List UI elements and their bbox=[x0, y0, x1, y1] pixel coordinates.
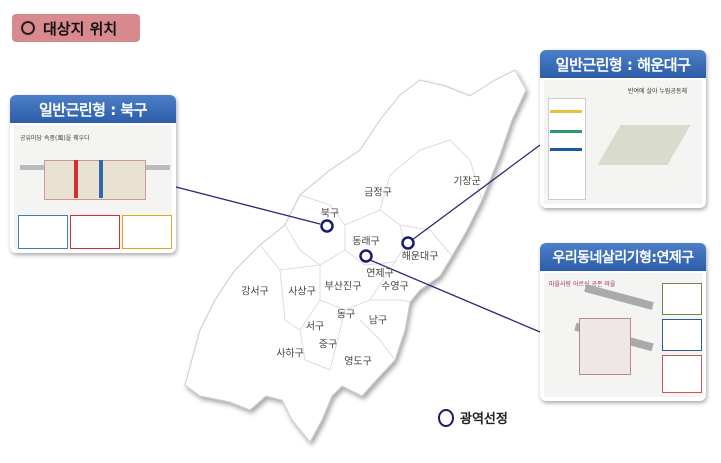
district-label: 금정구 bbox=[364, 187, 392, 199]
card-yeonje: 우리동네살리기형:연제구 마을사랑 어르신 공존 마을 bbox=[540, 243, 706, 401]
section-title: 대상지 위치 bbox=[12, 14, 140, 42]
district-label: 동구 bbox=[336, 309, 356, 321]
plan-caption: 반여에 살아 누림공동체 bbox=[628, 88, 688, 95]
legend: 광역선정 bbox=[438, 408, 508, 427]
district-label: 기장군 bbox=[453, 176, 481, 188]
district-borders bbox=[259, 139, 483, 371]
district-label: 북구 bbox=[320, 208, 340, 220]
plan-image-yeonje: 마을사랑 어르신 공존 마을 bbox=[544, 273, 702, 397]
plan-caption: 마을사랑 어르신 공존 마을 bbox=[549, 281, 616, 288]
plan-image-buk: 공유마당 속풍(風)을 꿰우다 bbox=[14, 125, 172, 249]
connector-line-haeundae bbox=[411, 144, 541, 241]
district-label: 서구 bbox=[305, 321, 325, 333]
marker-haeundae bbox=[401, 236, 415, 250]
connector-line-yeonje bbox=[369, 259, 541, 333]
district-label: 사상구 bbox=[288, 286, 316, 298]
district-label: 부산진구 bbox=[324, 281, 362, 293]
card-title: 우리동네살리기형:연제구 bbox=[540, 243, 706, 271]
circle-bullet-icon bbox=[21, 21, 35, 35]
district-label: 사하구 bbox=[276, 348, 304, 360]
district-label: 동래구 bbox=[352, 236, 380, 248]
plan-caption: 공유마당 속풍(風)을 꿰우다 bbox=[20, 135, 90, 142]
card-buk: 일반근린형 : 북구 공유마당 속풍(風)을 꿰우다 bbox=[10, 95, 176, 253]
card-title: 일반근린형 : 북구 bbox=[10, 95, 176, 123]
card-haeundae: 일반근린형 : 해운대구 반여에 살아 누림공동체 bbox=[540, 50, 706, 208]
district-label: 중구 bbox=[318, 339, 338, 351]
district-label: 남구 bbox=[368, 315, 388, 327]
legend-circle-icon bbox=[438, 408, 454, 427]
map-outline bbox=[184, 69, 527, 443]
section-title-text: 대상지 위치 bbox=[43, 19, 118, 38]
connector-line-buk bbox=[175, 186, 321, 225]
plan-image-haeundae: 반여에 살아 누림공동체 bbox=[544, 80, 702, 204]
card-title: 일반근린형 : 해운대구 bbox=[540, 50, 706, 78]
legend-label: 광역선정 bbox=[460, 412, 508, 427]
marker-dongnae bbox=[359, 249, 373, 263]
marker-buk bbox=[320, 219, 334, 233]
district-label: 연제구 bbox=[366, 268, 394, 280]
district-label: 수영구 bbox=[381, 281, 409, 293]
district-label: 강서구 bbox=[241, 286, 269, 298]
district-label: 해운대구 bbox=[401, 251, 439, 263]
district-label: 영도구 bbox=[344, 356, 372, 368]
